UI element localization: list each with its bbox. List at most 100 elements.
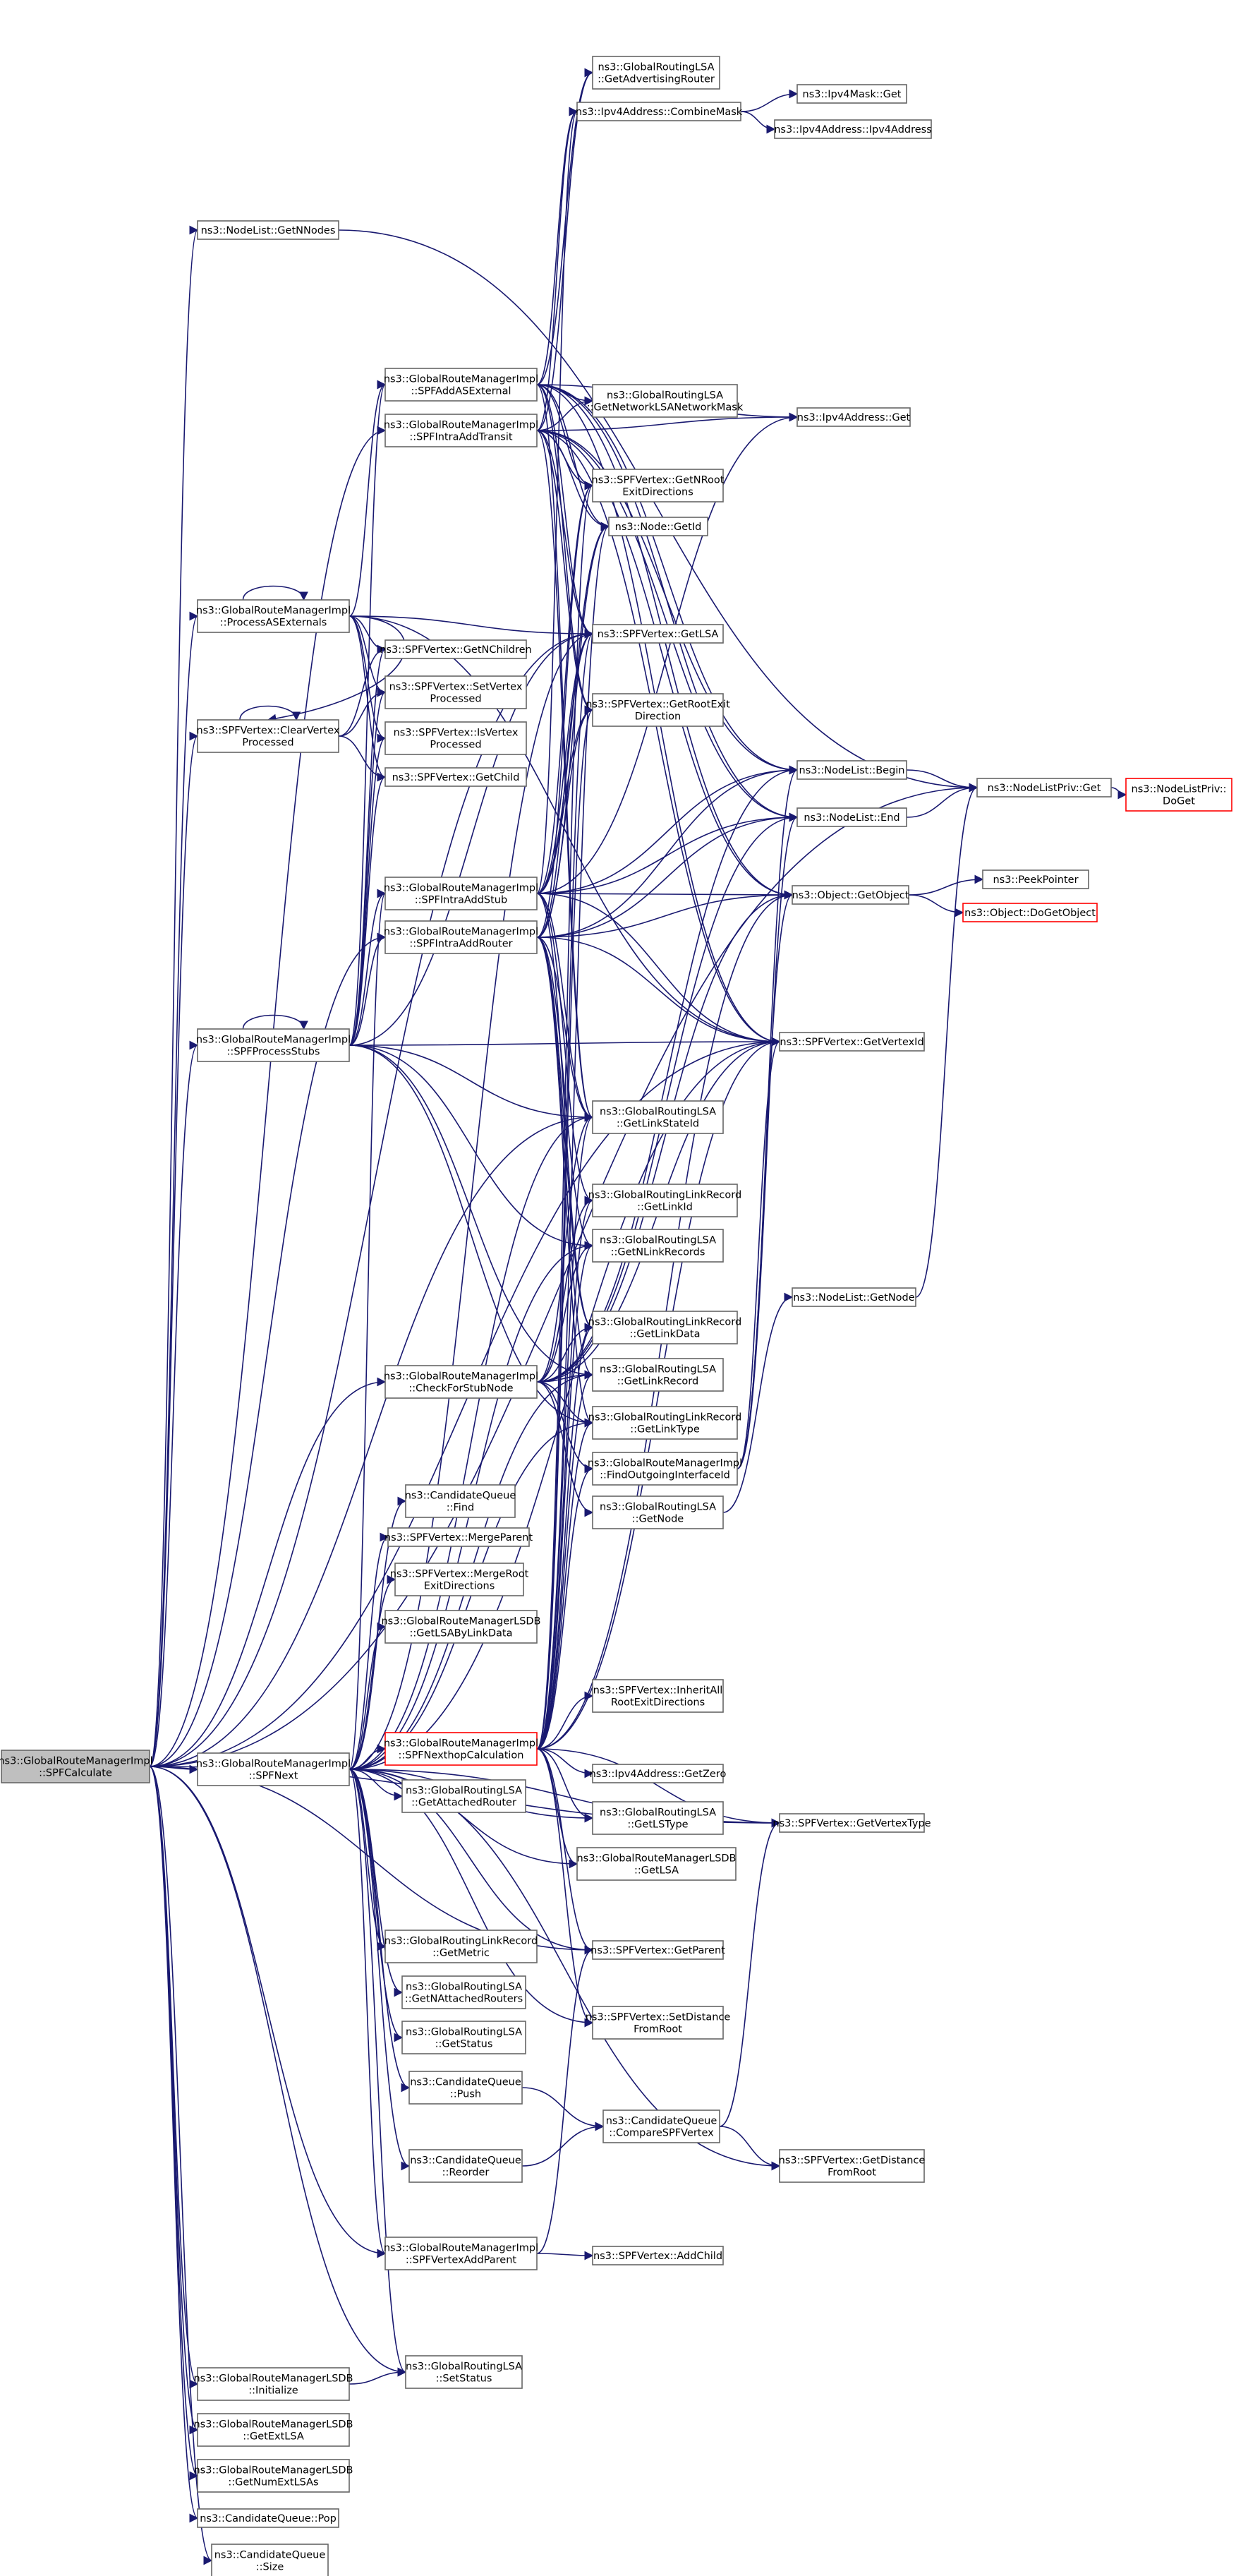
graph-node-n35[interactable]: ns3::GlobalRoutingLinkRecord::GetLinkDat…	[588, 1311, 741, 1344]
graph-node-n42[interactable]: ns3::SPFVertex::MergeParent	[384, 1527, 533, 1547]
node-label: ::FindOutgoingInterfaceId	[600, 1470, 730, 1481]
graph-node-n29[interactable]: ns3::GlobalRouteManagerImpl::SPFIntraAdd…	[384, 920, 538, 954]
graph-node-n5[interactable]: ns3::GlobalRoutingLSA::GetAdvertisingRou…	[592, 56, 720, 90]
graph-node-n48[interactable]: ns3::Ipv4Address::GetZero	[590, 1764, 727, 1783]
graph-node-n65[interactable]: ns3::GlobalRoutingLSA::SetStatus	[405, 2355, 523, 2389]
graph-node-n16[interactable]: ns3::Object::GetObject	[792, 885, 909, 905]
nodes-layer: ns3::GlobalRouteManagerImpl::SPFCalculat…	[0, 56, 1232, 2576]
graph-node-n34[interactable]: ns3::NodeList::GetNode	[792, 1287, 916, 1307]
edge-n47-n28	[349, 889, 387, 1770]
edge-n28-n13	[536, 705, 594, 894]
graph-node-n44[interactable]: ns3::GlobalRouteManagerLSDB::GetLSAByLin…	[381, 1610, 541, 1644]
graph-node-n45[interactable]: ns3::SPFVertex::InheritAllRootExitDirect…	[592, 1679, 724, 1713]
edge-n22-n21	[349, 380, 387, 617]
graph-node-n41[interactable]: ns3::CandidateQueue::Find	[405, 1484, 516, 1518]
graph-node-n4[interactable]: ns3::GlobalRouteManagerImpl::SPFIntraAdd…	[384, 414, 538, 447]
graph-node-n31[interactable]: ns3::GlobalRoutingLSA::GetLinkStateId	[592, 1100, 724, 1134]
graph-node-n57[interactable]: ns3::GlobalRoutingLSA::GetStatus	[401, 2021, 526, 2054]
graph-node-n46[interactable]: ns3::GlobalRouteManagerImpl::SPFNexthopC…	[384, 1732, 538, 1766]
graph-node-n62[interactable]: ns3::GlobalRouteManagerImpl::SPFVertexAd…	[384, 2237, 538, 2270]
graph-node-n64[interactable]: ns3::GlobalRouteManagerLSDB::Initialize	[193, 2367, 353, 2401]
graph-node-n39[interactable]: ns3::GlobalRouteManagerImpl::FindOutgoin…	[588, 1452, 742, 1486]
edge-n46-n39	[536, 1464, 594, 1750]
graph-node-n37[interactable]: ns3::GlobalRouteManagerImpl::CheckForStu…	[384, 1365, 538, 1399]
node-label: ::GetLSType	[627, 1819, 688, 1831]
node-box	[592, 1311, 738, 1344]
node-box	[592, 2246, 724, 2265]
graph-node-n40[interactable]: ns3::GlobalRoutingLSA::GetNode	[592, 1495, 724, 1529]
edge-n29-n19	[536, 937, 781, 1047]
node-label: ns3::Ipv4Address::Ipv4Address	[774, 124, 932, 136]
graph-node-n52[interactable]: ns3::GlobalRouteManagerLSDB::GetLSA	[576, 1847, 737, 1881]
edge-n29-n14	[536, 765, 799, 938]
graph-node-n50[interactable]: ns3::GlobalRoutingLSA::GetLSType	[592, 1801, 724, 1835]
graph-node-n36[interactable]: ns3::GlobalRoutingLSA::GetLinkRecord	[592, 1358, 724, 1392]
graph-node-n14[interactable]: ns3::NodeList::Begin	[796, 760, 907, 780]
graph-node-n55[interactable]: ns3::GlobalRoutingLSA::GetNAttachedRoute…	[401, 1975, 526, 2009]
edge-n37-n16	[536, 890, 794, 1383]
graph-node-n69[interactable]: ns3::CandidateQueue::Size	[211, 2544, 329, 2576]
graph-node-n32[interactable]: ns3::GlobalRoutingLinkRecord::GetLinkId	[588, 1184, 741, 1217]
graph-node-n1[interactable]: ns3::NodeList::GetNNodes	[197, 220, 339, 240]
graph-node-n47[interactable]: ns3::GlobalRouteManagerImpl::SPFNext	[196, 1752, 351, 1786]
graph-node-n63[interactable]: ns3::SPFVertex::AddChild	[592, 2246, 724, 2265]
edge-n37-n33	[536, 1241, 594, 1383]
graph-node-n0[interactable]: ns3::GlobalRouteManagerImpl::SPFCalculat…	[0, 1750, 153, 1783]
graph-node-n30[interactable]: ns3::GlobalRouteManagerImpl::SPFProcessS…	[196, 1028, 351, 1062]
graph-node-n49[interactable]: ns3::GlobalRoutingLSA::GetAttachedRouter	[401, 1779, 526, 1813]
graph-node-n38[interactable]: ns3::GlobalRoutingLinkRecord::GetLinkTyp…	[588, 1406, 741, 1440]
graph-node-n27[interactable]: ns3::SPFVertex::GetChild	[384, 767, 527, 787]
graph-node-n68[interactable]: ns3::CandidateQueue::Pop	[197, 2508, 339, 2528]
graph-node-n51[interactable]: ns3::SPFVertex::GetVertexType	[772, 1813, 931, 1833]
graph-node-n15[interactable]: ns3::NodeList::End	[796, 807, 907, 827]
node-label: ns3::NodeList::GetNNodes	[201, 225, 336, 236]
graph-node-n2[interactable]: ns3::NodeListPriv::Get	[976, 778, 1112, 798]
node-label: ns3::Ipv4Address::GetZero	[590, 1769, 727, 1780]
graph-node-n33[interactable]: ns3::GlobalRoutingLSA::GetNLinkRecords	[592, 1229, 724, 1263]
node-box	[384, 1610, 538, 1644]
graph-node-n59[interactable]: ns3::CandidateQueue::CompareSPFVertex	[602, 2109, 720, 2143]
graph-node-n7[interactable]: ns3::Ipv4Mask::Get	[796, 84, 907, 104]
node-box	[576, 102, 741, 121]
graph-node-n23[interactable]: ns3::SPFVertex::GetNChildren	[380, 639, 532, 659]
node-label: ::GetLSA	[634, 1865, 679, 1877]
node-box	[592, 384, 738, 418]
graph-node-n53[interactable]: ns3::GlobalRoutingLinkRecord::GetMetric	[384, 1930, 538, 1963]
edge-n46-n56	[536, 1748, 594, 2028]
graph-node-n19[interactable]: ns3::SPFVertex::GetVertexId	[779, 1032, 925, 1052]
node-label: ns3::NodeList::End	[804, 812, 899, 824]
graph-node-n28[interactable]: ns3::GlobalRouteManagerImpl::SPFIntraAdd…	[384, 877, 538, 910]
graph-node-n6[interactable]: ns3::Ipv4Address::CombineMask	[576, 102, 743, 121]
graph-node-n66[interactable]: ns3::GlobalRouteManagerLSDB::GetExtLSA	[193, 2413, 353, 2447]
graph-node-n58[interactable]: ns3::CandidateQueue::Push	[408, 2071, 523, 2105]
graph-node-n12[interactable]: ns3::SPFVertex::GetLSA	[592, 624, 724, 644]
graph-node-n60[interactable]: ns3::CandidateQueue::Reorder	[408, 2149, 523, 2183]
graph-node-n21[interactable]: ns3::GlobalRouteManagerImpl::SPFAddASExt…	[384, 368, 538, 402]
node-label: ns3::NodeListPriv::Get	[988, 783, 1101, 794]
graph-node-n8[interactable]: ns3::Ipv4Address::Ipv4Address	[774, 119, 932, 139]
graph-node-n22[interactable]: ns3::GlobalRouteManagerImpl::ProcessASEx…	[196, 599, 351, 633]
edge-n47-n65	[349, 1769, 407, 2377]
graph-node-n11[interactable]: ns3::Node::GetId	[608, 517, 708, 536]
node-box	[796, 760, 907, 780]
edges-layer	[149, 68, 1127, 2565]
node-box	[384, 414, 538, 447]
graph-node-n54[interactable]: ns3::SPFVertex::GetParent	[590, 1940, 725, 1960]
edge-n21-n5	[536, 68, 594, 385]
node-box	[779, 1813, 925, 1833]
graph-node-n9[interactable]: ns3::GlobalRoutingLSA::GetNetworkLSANetw…	[587, 384, 744, 418]
graph-node-n18[interactable]: ns3::Object::DoGetObject	[962, 903, 1098, 922]
graph-node-n17[interactable]: ns3::PeekPointer	[982, 869, 1089, 889]
graph-node-n67[interactable]: ns3::GlobalRouteManagerLSDB::GetNumExtLS…	[193, 2459, 353, 2493]
node-box	[796, 407, 911, 427]
graph-node-n20[interactable]: ns3::Ipv4Address::Get	[796, 407, 911, 427]
graph-node-n3[interactable]: ns3::NodeListPriv::DoGet	[1125, 778, 1232, 812]
